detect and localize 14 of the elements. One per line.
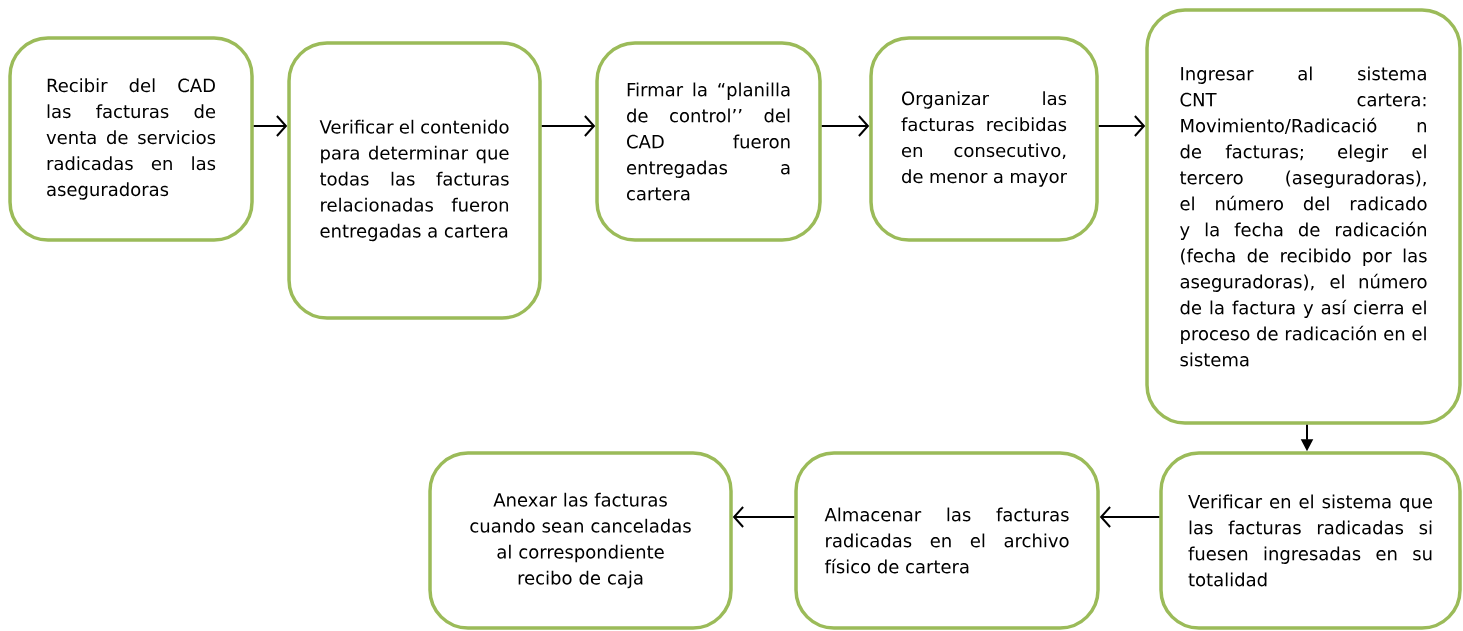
arrow (820, 115, 870, 137)
process-box: Firmar la “planilla de control’’ del CAD fueron entregadas a cartera (595, 41, 822, 242)
arrow (1097, 115, 1146, 137)
process-box: Anexar las facturas cuando sean canceladas al correspondiente recibo de caja (428, 451, 733, 630)
process-box: Ingresar al sistema CNT cartera: Movimiento/Radicació n de facturas; elegir el tercero (aseguradoras), el número del radicado y la fecha de radicación (fecha de recibido por las aseguradoras), el número de la factura y así cierra el proceso de radicación en el sistema (1145, 8, 1462, 425)
process-box: Verificar en el sistema que las facturas radicadas si fuesen ingresadas en su totalidad (1159, 451, 1462, 630)
arrow (1099, 506, 1161, 528)
arrow (252, 115, 288, 137)
process-box: Organizar las facturas recibidas en consecutivo, de menor a mayor (869, 36, 1099, 242)
process-box: Verificar el contenido para determinar que todas las facturas relacionadas fueron entregadas a cartera (287, 41, 542, 320)
arrow (732, 506, 796, 528)
arrow (540, 115, 596, 137)
process-box: Recibir del CAD las facturas de venta de servicios radicadas en las aseguradoras (8, 36, 254, 242)
process-box: Almacenar las facturas radicadas en el archivo físico de cartera (794, 451, 1100, 630)
